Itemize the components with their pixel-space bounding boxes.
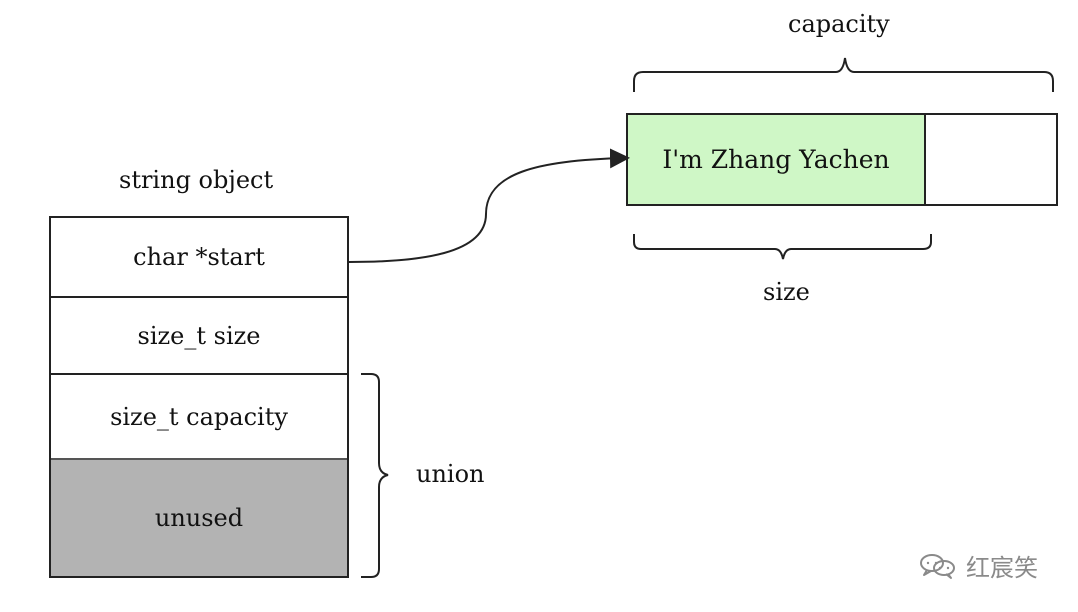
watermark-text: 红宸笑: [966, 554, 1038, 582]
buffer-used-region: I'm Zhang Yachen: [628, 115, 926, 204]
size-brace: [633, 234, 932, 260]
heap-buffer: I'm Zhang Yachen: [626, 113, 1058, 206]
field-start: char *start: [51, 218, 347, 298]
buffer-capacity-label: capacity: [788, 10, 890, 38]
watermark: 红宸笑: [918, 548, 1038, 583]
union-label: union: [416, 460, 485, 488]
string-object-title: string object: [119, 166, 274, 194]
field-unused: unused: [51, 458, 347, 576]
string-object-box: char *start size_t size size_t capacity …: [49, 216, 349, 578]
chat-bubbles-icon: [920, 553, 955, 579]
buffer-free-region: [926, 115, 1056, 204]
union-brace: [361, 373, 389, 578]
field-size: size_t size: [51, 298, 347, 375]
capacity-brace: [633, 57, 1054, 92]
buffer-size-label: size: [763, 278, 810, 306]
field-capacity: size_t capacity: [110, 402, 288, 431]
pointer-arrow: [348, 148, 630, 263]
